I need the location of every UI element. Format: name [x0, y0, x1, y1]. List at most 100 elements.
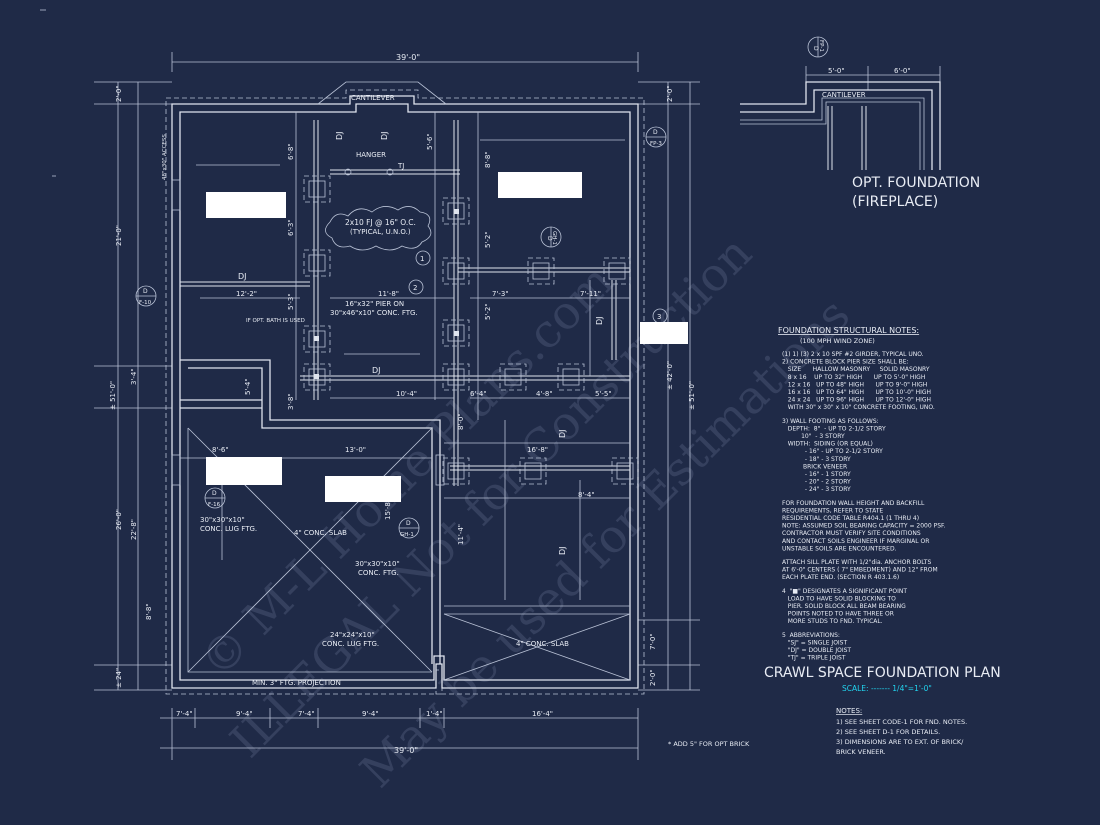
note-line: CONTRACTOR MUST VERIFY SITE CONDITIONS: [782, 530, 921, 537]
fireplace-title-line-1: OPT. FOUNDATION: [852, 175, 980, 191]
note-line: 16 x 16 UP TO 64" HIGH UP TO 10'-0" HIGH: [782, 389, 931, 396]
redacted-label-boxes: [206, 172, 688, 502]
dim-5-3: 5'-3": [287, 293, 295, 310]
pier-line-1: 16"x32" PIER ON: [345, 300, 404, 308]
dim-3-8: 3'-8": [287, 393, 295, 410]
callout-f10-ref: F-10: [139, 300, 152, 306]
dim-15-8: 15'-8": [384, 499, 392, 520]
dim-8-6: 8'-6": [212, 446, 229, 454]
dim-bottom-overall: 39'-0": [394, 746, 418, 755]
note-line: SIZE HALLOW MASONRY SOLID MASONRY: [782, 366, 930, 373]
dim-5-4: 5'-4": [244, 378, 252, 395]
notes-title: FOUNDATION STRUCTURAL NOTES:: [778, 326, 919, 335]
dim-left-top: 2'-0": [115, 85, 123, 102]
plan-title: CRAWL SPACE FOUNDATION PLAN: [764, 665, 1001, 681]
plan-labels: CANTILEVER HANGER TJ DJ DJ DJ DJ DJ DJ D…: [162, 94, 750, 748]
note-line: EACH PLATE END. (SECTION R 403.1.6): [782, 574, 899, 581]
note-line: 12 x 16 UP TO 48" HIGH UP TO 9'-0" HIGH: [782, 381, 927, 388]
callout-gh1b-ref: GH-1: [551, 231, 557, 245]
dim-top-overall: 39'-0": [396, 53, 420, 62]
dim-7-3: 7'-3": [492, 290, 509, 298]
note-line: 10" - 3 STORY: [782, 433, 845, 440]
note-line: AND CONTACT SOILS ENGINEER IF MARGINAL O…: [782, 538, 929, 545]
note-line: (1) 1) (3) 2 x 10 SPF #2 GIRDER, TYPICAL…: [782, 351, 924, 358]
label-slab-right: 4" CONC. SLAB: [516, 640, 569, 648]
label-cantilever: CANTILEVER: [351, 94, 395, 102]
label-min-ftg: MIN. 3" FTG. PROJECTION: [252, 679, 341, 687]
cloud-line-1: 2x10 FJ @ 16" O.C.: [345, 218, 416, 227]
callout-fp3-ref: FP-3: [650, 141, 662, 147]
title-block: CRAWL SPACE FOUNDATION PLAN SCALE: -----…: [764, 665, 1001, 756]
note-line: "DJ" = DOUBLE JOIST: [782, 647, 851, 654]
label-dj-3: DJ: [238, 272, 247, 281]
note-line: 4 "■" DESIGNATES A SIGNIFICANT POINT: [782, 588, 907, 595]
ftg-left-line-1: 30"x30"x10": [200, 516, 245, 524]
dim-left-upper: 21'-0": [115, 225, 123, 246]
note-line: - 16" - 1 STORY: [782, 471, 851, 478]
dim-8-4: 8'-4": [578, 491, 595, 499]
note-line: POINTS NOTED TO HAVE THREE OR: [782, 611, 894, 618]
dim-6-3: 6'-3": [287, 219, 295, 236]
label-dj-4: DJ: [372, 366, 381, 375]
note-line: WIDTH: SIDING (OR EQUAL): [782, 441, 873, 448]
label-dj-2: DJ: [380, 131, 389, 140]
note-line: 24 x 24 UP TO 96" HIGH UP TO 12'-0" HIGH: [782, 397, 931, 404]
tag-1: 1: [420, 255, 424, 263]
note-line: ATTACH SILL PLATE WITH 1/2"dia. ANCHOR B…: [782, 559, 931, 566]
dim-bottom-2: 9'-4": [236, 710, 253, 718]
note-line: PIER. SOLID BLOCK ALL BEAM BEARING: [782, 603, 906, 610]
note-line: - 20" - 2 STORY: [782, 479, 851, 486]
label-slab-left: 4" CONC. SLAB: [294, 529, 347, 537]
callout-f10-letter: D: [143, 288, 148, 295]
label-opt-bath: IF OPT. BATH IS USED: [246, 318, 305, 324]
dim-8-8: 8'-8": [484, 151, 492, 168]
ftg-mid-line-1: 30"x30"x10": [355, 560, 400, 568]
tag-3: 3: [657, 313, 661, 321]
label-add-brick: * ADD 5" FOR OPT BRICK: [668, 740, 750, 748]
dim-13-0: 13'-0": [345, 446, 366, 454]
fireplace-dim-right: 6'-0": [894, 67, 911, 75]
ftg-bot-line-1: 24"x24"x10": [330, 631, 375, 639]
callout-gh1-ref: GH-1: [400, 532, 414, 538]
foundation-notes: FOUNDATION STRUCTURAL NOTES: (100 MPH WI…: [778, 326, 945, 662]
dim-5-2b: 5'-2": [484, 303, 492, 320]
note-line: WITH 30" x 30" x 10" CONCRETE FOOTING, U…: [782, 404, 935, 411]
label-access: 48"x30" ACCESS: [162, 134, 168, 180]
notes-lines: (1) 1) (3) 2 x 10 SPF #2 GIRDER, TYPICAL…: [782, 351, 945, 662]
note-line: NOTE: ASSUMED SOIL BEARING CAPACITY = 20…: [782, 523, 945, 530]
note-line: RESIDENTIAL CODE TABLE R404.1 (1 THRU 4): [782, 515, 919, 522]
dim-5-2: 5'-2": [484, 231, 492, 248]
note-line: 8 x 16 UP TO 32" HIGH UP TO 5'-0" HIGH: [782, 374, 925, 381]
note-line: "TJ" = TRIPLE JOIST: [782, 655, 846, 662]
callout-f16-letter: D: [212, 490, 217, 497]
dim-5-5: 5'-5": [595, 390, 612, 398]
dim-right-upper: ± 42'-0": [666, 361, 674, 390]
dim-right-bottom: 2'-0": [649, 669, 657, 686]
callout-f16-ref: F-16: [208, 502, 221, 508]
note-line: AT 6'-0" CENTERS ( 7" EMBEDMENT) AND 12"…: [782, 567, 938, 574]
label-dj-6: DJ: [558, 429, 567, 438]
fireplace-dim-left: 5'-0": [828, 67, 845, 75]
corner-ticks: [40, 9, 56, 177]
note-line: REQUIREMENTS, REFER TO STATE: [782, 507, 883, 514]
label-hanger: HANGER: [356, 151, 386, 159]
note-line: MORE STUDS TO FND. TYPICAL.: [782, 618, 883, 625]
label-dj-5: DJ: [595, 316, 604, 325]
bottom-note-2: 2) SEE SHEET D-1 FOR DETAILS.: [836, 728, 940, 736]
dim-11-8: 11'-8": [378, 290, 399, 298]
dim-11-4: 11'-4": [457, 524, 465, 545]
dim-7-11: 7'-11": [580, 290, 601, 298]
fireplace-title-line-2: (FIREPLACE): [852, 194, 938, 210]
plan-scale: SCALE: ------- 1/4"=1'-0": [842, 684, 932, 693]
dim-6-4: 6'-4": [470, 390, 487, 398]
dim-right-top: 2'-0": [666, 85, 674, 102]
dim-bottom-5: 1'-4": [426, 710, 443, 718]
dim-right-low: 7'-0": [649, 633, 657, 650]
callout-fp3-letter: D: [653, 129, 658, 136]
note-line: - 18" - 3 STORY: [782, 456, 851, 463]
dim-8-0: 8'-0": [457, 413, 465, 430]
dim-16-8: 16'-8": [527, 446, 548, 454]
dim-6-8: 6'-8": [287, 143, 295, 160]
note-line: - 24" - 3 STORY: [782, 486, 851, 493]
